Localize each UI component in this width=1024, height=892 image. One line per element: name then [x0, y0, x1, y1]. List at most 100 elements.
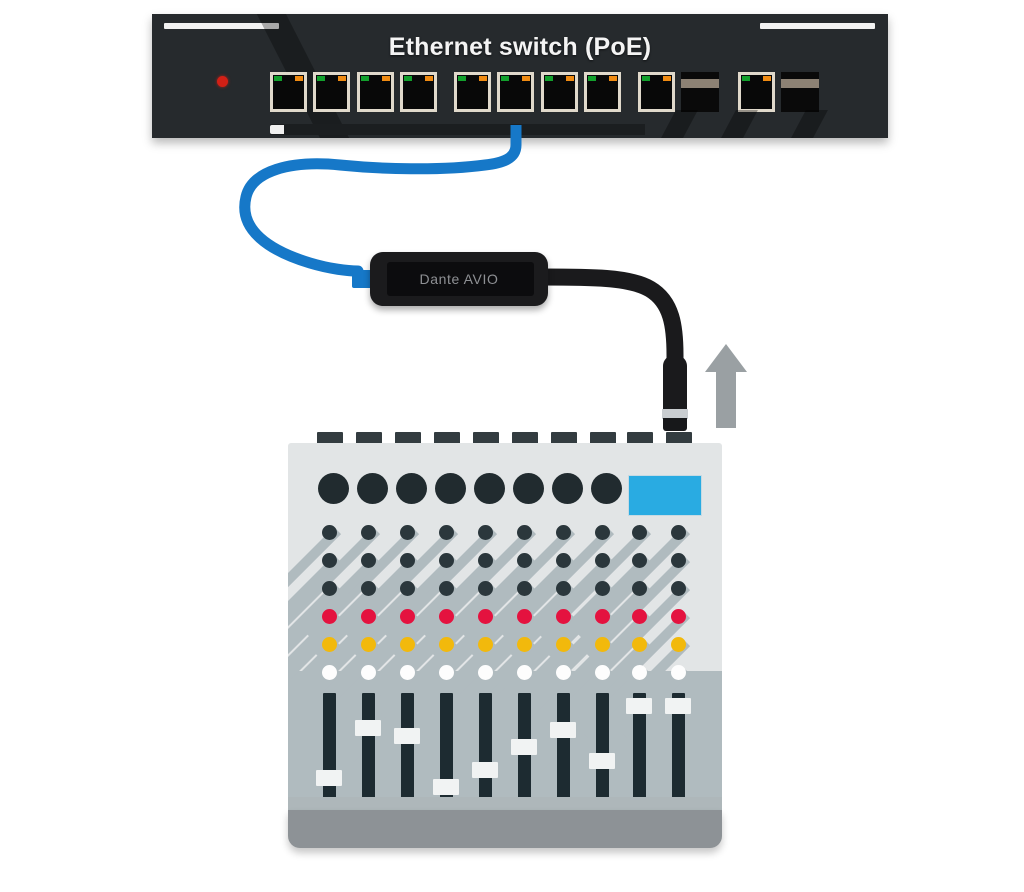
channel-fader-track[interactable] — [440, 693, 453, 805]
channel-input-jack[interactable] — [473, 432, 499, 444]
signal-led-control[interactable] — [595, 637, 610, 652]
aux-input-jack[interactable] — [666, 432, 692, 444]
channel-input-jack[interactable] — [590, 432, 616, 444]
peak-led-control[interactable] — [632, 609, 647, 624]
peak-led-control[interactable] — [595, 609, 610, 624]
rj45-port[interactable] — [737, 72, 775, 112]
rj45-port[interactable] — [356, 72, 394, 112]
gain-knob[interactable] — [318, 473, 349, 504]
channel-fader-track[interactable] — [596, 693, 609, 805]
pan-control[interactable] — [439, 665, 454, 680]
eq-mid-control[interactable] — [671, 553, 686, 568]
pan-control[interactable] — [361, 665, 376, 680]
sfp-port[interactable] — [681, 72, 720, 112]
pan-control[interactable] — [632, 665, 647, 680]
rj45-port[interactable] — [270, 72, 307, 112]
eq-high-control[interactable] — [632, 525, 647, 540]
peak-led-control[interactable] — [671, 609, 686, 624]
signal-led-control[interactable] — [478, 637, 493, 652]
gain-knob[interactable] — [552, 473, 583, 504]
rj45-port[interactable] — [497, 72, 535, 112]
eq-low-control[interactable] — [556, 581, 571, 596]
gain-knob[interactable] — [591, 473, 622, 504]
eq-high-control[interactable] — [361, 525, 376, 540]
pan-control[interactable] — [322, 665, 337, 680]
eq-high-control[interactable] — [595, 525, 610, 540]
channel-fader-track[interactable] — [479, 693, 492, 805]
eq-mid-control[interactable] — [361, 553, 376, 568]
channel-fader-cap[interactable] — [355, 719, 381, 736]
rj45-port[interactable] — [400, 72, 438, 112]
channel-input-jack[interactable] — [512, 432, 538, 444]
gain-knob[interactable] — [396, 473, 427, 504]
signal-led-control[interactable] — [556, 637, 571, 652]
peak-led-control[interactable] — [517, 609, 532, 624]
channel-fader-cap[interactable] — [433, 779, 459, 796]
channel-input-jack[interactable] — [317, 432, 343, 444]
master-fader-track[interactable] — [633, 693, 646, 805]
signal-led-control[interactable] — [632, 637, 647, 652]
rj45-port[interactable] — [637, 72, 675, 112]
eq-high-control[interactable] — [671, 525, 686, 540]
eq-mid-control[interactable] — [556, 553, 571, 568]
peak-led-control[interactable] — [361, 609, 376, 624]
channel-input-jack[interactable] — [395, 432, 421, 444]
gain-knob[interactable] — [435, 473, 466, 504]
channel-input-jack[interactable] — [356, 432, 382, 444]
pan-control[interactable] — [517, 665, 532, 680]
gain-knob[interactable] — [357, 473, 388, 504]
lcd-display[interactable] — [628, 475, 702, 516]
gain-knob[interactable] — [513, 473, 544, 504]
rj45-port[interactable] — [453, 72, 491, 112]
channel-input-jack[interactable] — [434, 432, 460, 444]
eq-low-control[interactable] — [517, 581, 532, 596]
eq-low-control[interactable] — [671, 581, 686, 596]
rj45-port[interactable] — [540, 72, 578, 112]
pan-control[interactable] — [671, 665, 686, 680]
eq-low-control[interactable] — [322, 581, 337, 596]
eq-high-control[interactable] — [322, 525, 337, 540]
eq-low-control[interactable] — [632, 581, 647, 596]
signal-led-control[interactable] — [439, 637, 454, 652]
eq-low-control[interactable] — [439, 581, 454, 596]
channel-fader-track[interactable] — [557, 693, 570, 805]
pan-control[interactable] — [478, 665, 493, 680]
eq-mid-control[interactable] — [478, 553, 493, 568]
signal-led-control[interactable] — [361, 637, 376, 652]
peak-led-control[interactable] — [439, 609, 454, 624]
rj45-port[interactable] — [584, 72, 622, 112]
gain-knob[interactable] — [474, 473, 505, 504]
eq-high-control[interactable] — [517, 525, 532, 540]
channel-fader-cap[interactable] — [472, 762, 498, 779]
sfp-port[interactable] — [780, 72, 819, 112]
eq-low-control[interactable] — [400, 581, 415, 596]
aux-input-jack[interactable] — [627, 432, 653, 444]
eq-low-control[interactable] — [595, 581, 610, 596]
channel-input-jack[interactable] — [551, 432, 577, 444]
eq-high-control[interactable] — [400, 525, 415, 540]
eq-mid-control[interactable] — [632, 553, 647, 568]
pan-control[interactable] — [400, 665, 415, 680]
pan-control[interactable] — [595, 665, 610, 680]
eq-mid-control[interactable] — [322, 553, 337, 568]
master-fader-track[interactable] — [672, 693, 685, 805]
peak-led-control[interactable] — [478, 609, 493, 624]
peak-led-control[interactable] — [322, 609, 337, 624]
pan-control[interactable] — [556, 665, 571, 680]
eq-mid-control[interactable] — [400, 553, 415, 568]
channel-fader-cap[interactable] — [316, 769, 342, 786]
channel-fader-track[interactable] — [323, 693, 336, 805]
eq-mid-control[interactable] — [439, 553, 454, 568]
master-fader-cap[interactable] — [665, 697, 691, 714]
signal-led-control[interactable] — [671, 637, 686, 652]
eq-high-control[interactable] — [439, 525, 454, 540]
eq-mid-control[interactable] — [595, 553, 610, 568]
channel-fader-cap[interactable] — [511, 739, 537, 756]
peak-led-control[interactable] — [400, 609, 415, 624]
rj45-port[interactable] — [313, 72, 351, 112]
channel-fader-track[interactable] — [362, 693, 375, 805]
channel-fader-cap[interactable] — [394, 727, 420, 744]
peak-led-control[interactable] — [556, 609, 571, 624]
eq-high-control[interactable] — [556, 525, 571, 540]
signal-led-control[interactable] — [400, 637, 415, 652]
